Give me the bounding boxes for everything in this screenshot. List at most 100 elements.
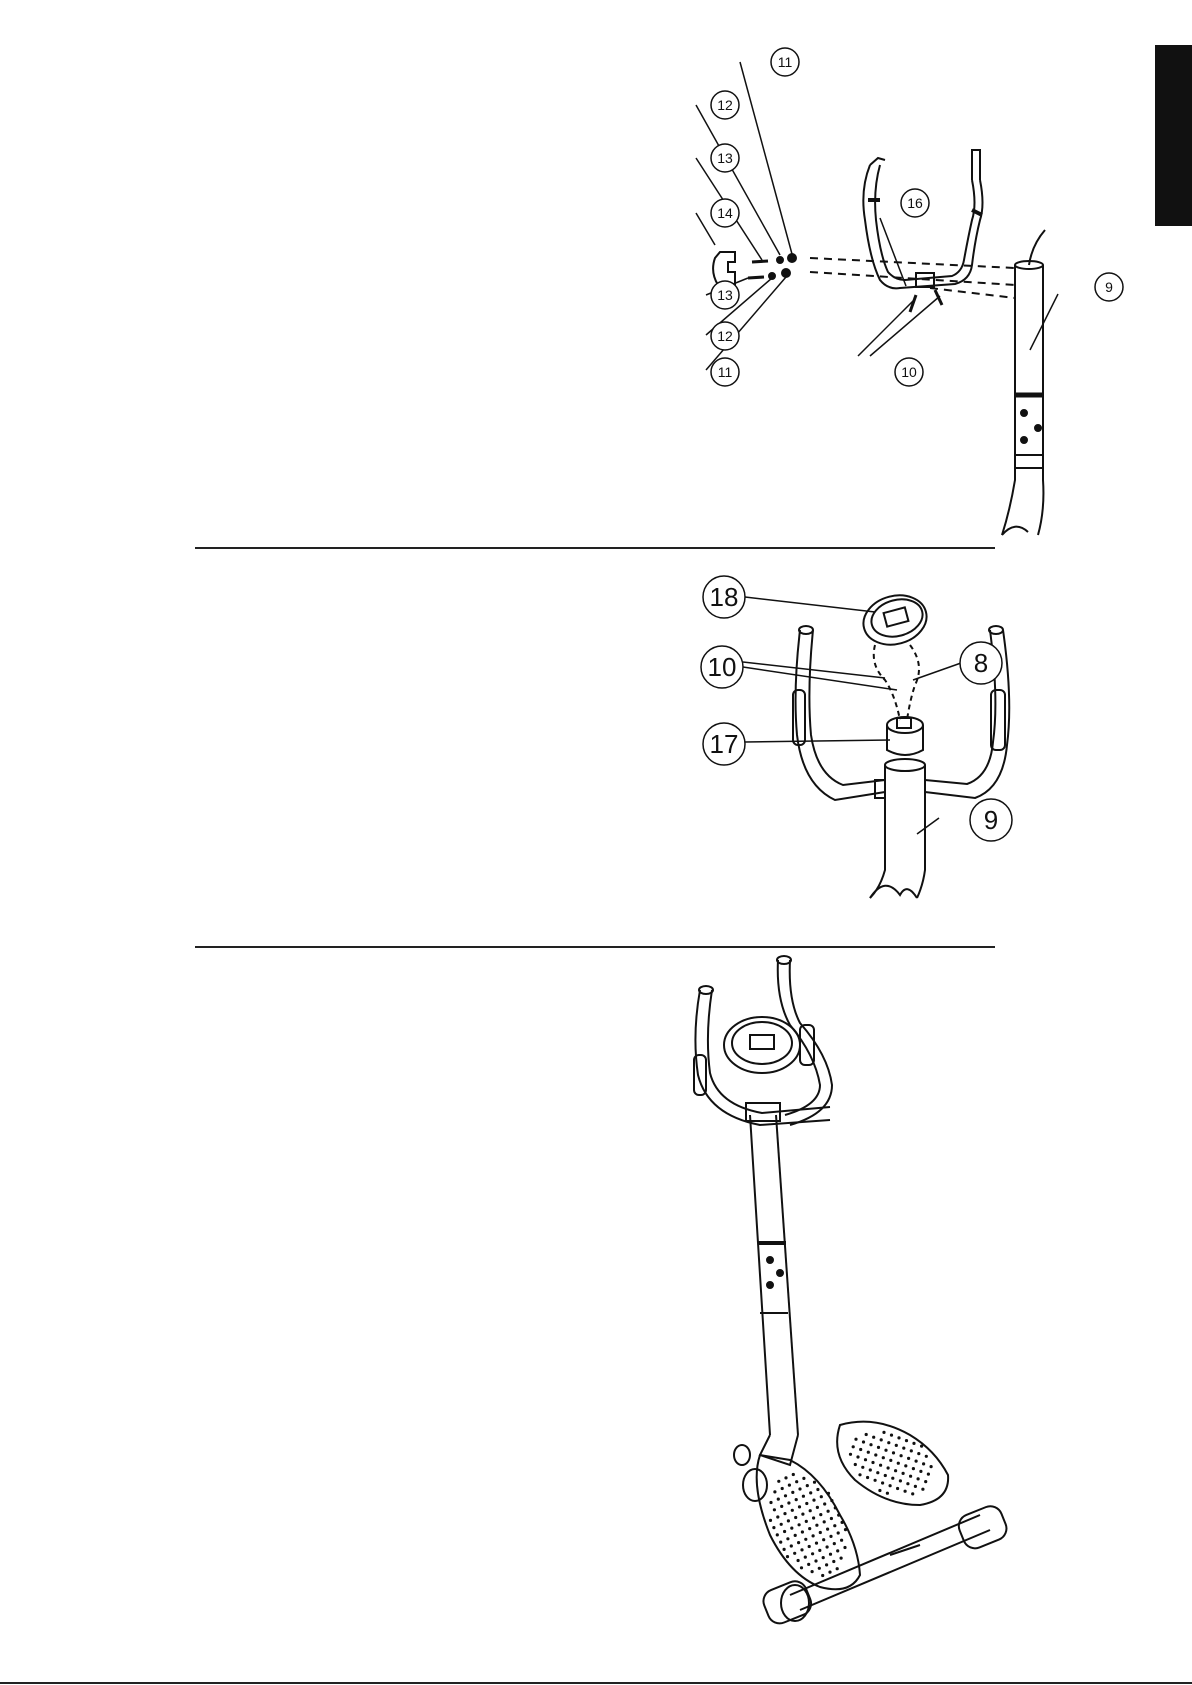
pedal-dot [858,1473,861,1476]
pedal-dot [786,1555,789,1558]
pedal-dot [795,1498,798,1501]
pedal-dot [884,1474,887,1477]
pedal-dot [818,1567,821,1570]
pedal-dot [791,1491,794,1494]
pedal-dot [805,1520,808,1523]
pedal-dot [920,1445,923,1448]
pedal-dot [921,1488,924,1491]
pedal-dot [806,1484,809,1487]
pedal-dot [924,1480,927,1483]
pedal-dot [915,1460,918,1463]
pedal-dot [784,1494,787,1497]
pedal-dot [812,1534,815,1537]
pedal-dot [820,1495,823,1498]
pedal-dot [823,1520,826,1523]
pedal-dot [780,1505,783,1508]
pedal-dot [776,1533,779,1536]
pedal-dot [822,1538,825,1541]
pedal-dot [819,1531,822,1534]
pedal-dot [833,1524,836,1527]
pedal-dot [790,1544,793,1547]
pedal-dot [884,1449,887,1452]
pedal-dot [798,1505,801,1508]
pedal-dot [809,1509,812,1512]
step2-diagram: 18 8 10 17 9 [685,570,1095,910]
pedal-dot [906,1482,909,1485]
pedal-dot [802,1495,805,1498]
pedal-dot [922,1462,925,1465]
pedal-dot [800,1566,803,1569]
pedal-dot [843,1546,846,1549]
pedal-dot [889,1484,892,1487]
pedal-dot [891,1477,894,1480]
pedal-dot [880,1438,883,1441]
pedal-dot [784,1476,787,1479]
pedal-dot [879,1464,882,1467]
pedal-dot [801,1530,804,1533]
pedal-dot [830,1517,833,1520]
pedal-dot [823,1502,826,1505]
step1-diagram: 11 12 13 14 13 12 11 16 10 9 [680,40,1150,545]
pedal-dot [925,1455,928,1458]
pedal-dot [904,1490,907,1493]
pedal-dot [869,1443,872,1446]
pedal-dot [797,1559,800,1562]
pedal-dot [816,1506,819,1509]
pedal-dot [788,1484,791,1487]
pedal-dot [865,1433,868,1436]
section-divider-1 [195,547,995,549]
pedal-dot [787,1519,790,1522]
callout-12-bottom: 12 [717,328,733,344]
pedal-dot [894,1469,897,1472]
pedal-dot [805,1502,808,1505]
pedal-dot [834,1506,837,1509]
pedal-dot [781,1487,784,1490]
pedal-dot [876,1471,879,1474]
pedal-dot [780,1523,783,1526]
pedal-dot [808,1527,811,1530]
pedal-dot [862,1440,865,1443]
pedal-dot [830,1499,833,1502]
pedal-dot [772,1526,775,1529]
pedal-dot [826,1528,829,1531]
pedal-dot [840,1557,843,1560]
callout-10: 10 [708,652,737,682]
pedal-dot [889,1459,892,1462]
callout-12-top: 12 [717,97,733,113]
pedal-dot [897,1462,900,1465]
pedal-dot [861,1466,864,1469]
pedal-dot [786,1537,789,1540]
pedal-dot [896,1487,899,1490]
pedal-dot [856,1455,859,1458]
page-bottom-rule [0,1682,1192,1684]
pedal-dot [794,1534,797,1537]
pedal-dot [811,1552,814,1555]
pedal-dot [827,1492,830,1495]
pedal-dot [917,1477,920,1480]
step3-assembled-stepper [680,955,1080,1675]
pedal-dot [790,1527,793,1530]
pedal-dot [911,1492,914,1495]
pedal-dot [902,1447,905,1450]
pedal-dot [829,1553,832,1556]
pedal-dot [773,1490,776,1493]
pedal-dot [807,1563,810,1566]
pedal-dot [878,1489,881,1492]
pedal-dot [801,1513,804,1516]
pedal-dot [886,1492,889,1495]
pedal-dot [829,1535,832,1538]
pedal-dot [795,1480,798,1483]
pedal-dot [864,1458,867,1461]
pedal-dot [887,1466,890,1469]
callout-18: 18 [710,582,739,612]
pedal-dot [819,1513,822,1516]
pedal-dot [815,1542,818,1545]
language-tab [1155,45,1192,226]
pedal-dot [837,1531,840,1534]
pedal-dot [825,1563,828,1566]
pedal-dot [779,1541,782,1544]
pedal-dot [793,1552,796,1555]
pedal-dot [899,1479,902,1482]
pedal-dot [777,1480,780,1483]
pedal-dot [800,1548,803,1551]
